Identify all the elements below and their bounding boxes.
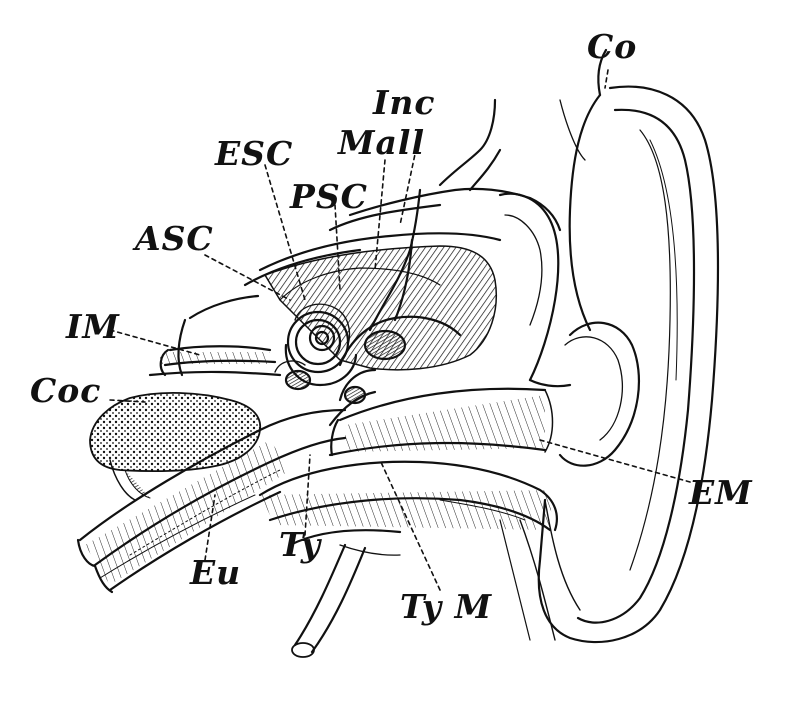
temporal-bone bbox=[177, 98, 572, 388]
label-asc: ASC bbox=[135, 219, 214, 258]
label-esc: ESC bbox=[215, 134, 294, 173]
leader-lines bbox=[109, 69, 691, 591]
label-eu: Eu bbox=[190, 553, 242, 592]
internal-meatus bbox=[148, 345, 282, 377]
label-coc: Coc bbox=[30, 371, 102, 410]
label-tym: Ty M bbox=[400, 587, 493, 626]
label-co: Co bbox=[587, 27, 638, 66]
label-ty: Ty bbox=[279, 525, 322, 564]
label-mall: Mall bbox=[338, 123, 425, 162]
label-psc: PSC bbox=[290, 177, 368, 216]
middle-ear bbox=[328, 188, 462, 427]
semicircular-canals bbox=[284, 303, 358, 387]
coc-bone bbox=[89, 392, 262, 473]
external-meatus bbox=[328, 387, 554, 457]
pinna bbox=[537, 48, 720, 644]
eustachian-tube bbox=[76, 408, 347, 594]
cochlea bbox=[274, 360, 312, 391]
tympanic-tube bbox=[291, 543, 367, 658]
label-inc: Inc bbox=[373, 83, 436, 122]
label-em: EM bbox=[689, 473, 753, 512]
label-im: IM bbox=[66, 307, 120, 346]
tympanic-plate bbox=[258, 460, 558, 556]
